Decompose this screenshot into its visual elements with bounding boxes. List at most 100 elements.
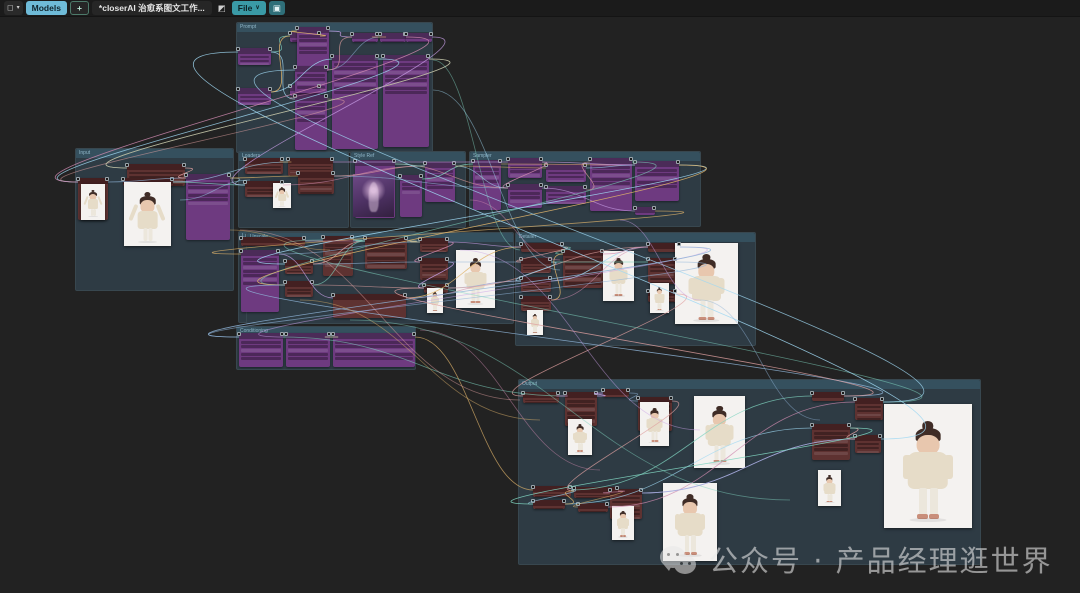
node-widget-row[interactable] — [592, 186, 630, 189]
node-input-port[interactable] — [330, 54, 334, 58]
node-clip-a[interactable] — [238, 48, 271, 65]
node-widget-row[interactable] — [427, 170, 453, 173]
preview-out-small-1[interactable] — [568, 419, 592, 455]
node-widget-row[interactable] — [385, 83, 427, 86]
node-input-port[interactable] — [321, 235, 325, 239]
node-widget-row[interactable] — [523, 304, 549, 306]
node-up-a[interactable] — [323, 236, 353, 276]
node-input-port[interactable] — [561, 249, 565, 253]
preview-det-large[interactable] — [675, 243, 738, 324]
node-widget-row[interactable] — [523, 285, 549, 287]
node-widget-row[interactable] — [814, 452, 848, 455]
node-input-port[interactable] — [296, 171, 300, 175]
node-input-port[interactable] — [288, 31, 292, 35]
node-output-port[interactable] — [562, 499, 566, 503]
node-widget-row[interactable] — [565, 270, 601, 273]
node-output-port[interactable] — [673, 289, 677, 293]
node-header[interactable] — [380, 33, 406, 39]
node-det-e[interactable] — [563, 250, 603, 288]
node-input-port[interactable] — [125, 163, 129, 167]
node-widget-row[interactable] — [385, 91, 427, 94]
node-widget-row[interactable] — [548, 194, 584, 197]
node-clip-b[interactable] — [238, 88, 271, 105]
node-widget-row[interactable] — [385, 71, 427, 74]
node-widget-row[interactable] — [427, 174, 453, 177]
node-s-d[interactable] — [546, 164, 586, 182]
node-widget-row[interactable] — [637, 173, 677, 176]
node-widget-row[interactable] — [510, 192, 540, 195]
node-lat-b[interactable] — [241, 250, 279, 312]
node-widget-row[interactable] — [510, 170, 540, 173]
node-output-port[interactable] — [310, 259, 314, 263]
node-det-b[interactable] — [521, 258, 551, 273]
node-up-b[interactable] — [365, 237, 407, 269]
node-output-port[interactable] — [539, 157, 543, 161]
node-output-port[interactable] — [445, 237, 449, 241]
node-input-port[interactable] — [521, 391, 525, 395]
node-widget-row[interactable] — [650, 266, 674, 269]
node-o-h[interactable] — [578, 503, 608, 512]
node-widget-row[interactable] — [592, 182, 630, 185]
node-widget-row[interactable] — [247, 166, 281, 168]
node-widget-row[interactable] — [565, 266, 601, 269]
node-output-port[interactable] — [445, 257, 449, 261]
preview-art-style[interactable] — [353, 174, 394, 217]
node-input-port[interactable] — [572, 486, 576, 490]
node-input-port[interactable] — [506, 157, 510, 161]
node-widget-row[interactable] — [300, 187, 332, 191]
node-widget-row[interactable] — [857, 409, 881, 413]
preview-sampler-out[interactable] — [456, 250, 495, 308]
node-input-port[interactable] — [853, 397, 857, 401]
node-widget-row[interactable] — [857, 446, 879, 450]
node-widget-row[interactable] — [523, 266, 549, 268]
node-widget-row[interactable] — [422, 269, 446, 273]
file-menu-button[interactable]: File ∨ — [231, 1, 266, 15]
node-widget-row[interactable] — [367, 257, 405, 260]
node-widget-row[interactable] — [240, 59, 269, 62]
node-widget-row[interactable] — [243, 258, 277, 261]
node-input-port[interactable] — [646, 257, 650, 261]
node-widget-row[interactable] — [241, 341, 281, 344]
node-widget-row[interactable] — [402, 187, 420, 190]
node-input-port[interactable] — [404, 32, 408, 36]
node-widget-row[interactable] — [243, 270, 277, 273]
node-input-port[interactable] — [353, 159, 357, 163]
node-input-port[interactable] — [184, 173, 188, 177]
node-widget-row[interactable] — [612, 500, 640, 504]
node-output-port[interactable] — [403, 293, 407, 297]
node-widget-row[interactable] — [188, 202, 228, 205]
node-output-port[interactable] — [841, 391, 845, 395]
node-widget-row[interactable] — [422, 273, 446, 277]
preview-loader-small[interactable] — [273, 183, 291, 208]
node-widget-row[interactable] — [535, 496, 569, 497]
node-det-c[interactable] — [521, 277, 551, 292]
node-output-port[interactable] — [170, 177, 174, 181]
node-output-port[interactable] — [673, 257, 677, 261]
preview-out-mid[interactable] — [694, 396, 745, 468]
node-widget-row[interactable] — [354, 41, 376, 42]
node-widget-row[interactable] — [300, 180, 332, 183]
node-widget-row[interactable] — [650, 277, 674, 281]
node-widget-row[interactable] — [335, 349, 413, 352]
node-input-port[interactable] — [237, 332, 241, 336]
node-widget-row[interactable] — [548, 201, 584, 204]
node-widget-row[interactable] — [814, 444, 848, 447]
node-widget-row[interactable] — [243, 282, 277, 285]
preview-out-small-2[interactable] — [640, 402, 669, 446]
node-ld-a[interactable] — [245, 158, 283, 175]
node-input-port[interactable] — [288, 84, 292, 88]
node-header[interactable] — [297, 27, 329, 33]
node-o-a[interactable] — [523, 392, 559, 403]
node-o-k[interactable] — [812, 424, 850, 460]
node-input-port[interactable] — [531, 499, 535, 503]
node-widget-row[interactable] — [857, 417, 881, 420]
node-s-c[interactable] — [508, 184, 542, 208]
node-input-port[interactable] — [283, 280, 287, 284]
node-o-f[interactable] — [533, 500, 565, 509]
node-widget-row[interactable] — [367, 245, 405, 248]
node-input-port[interactable] — [236, 47, 240, 51]
preview-load-image[interactable] — [81, 184, 105, 220]
models-button[interactable]: Models — [25, 1, 67, 15]
node-widget-row[interactable] — [335, 345, 413, 348]
node-widget-row[interactable] — [592, 166, 630, 169]
